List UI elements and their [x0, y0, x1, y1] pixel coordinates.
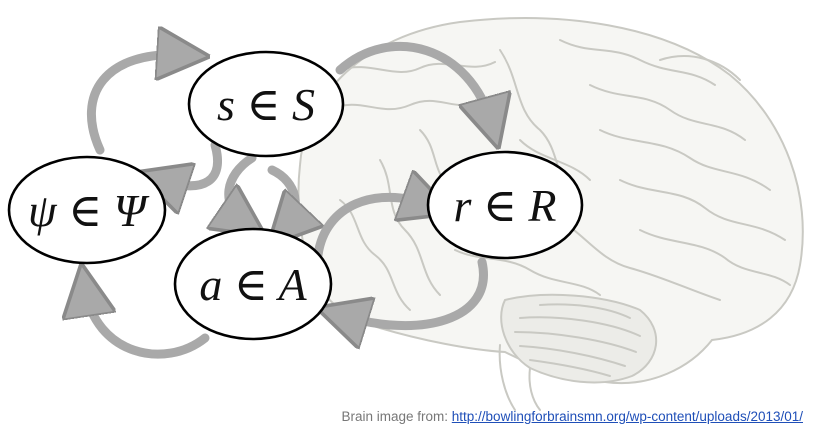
- node-a-label: a ∈ A: [199, 259, 307, 310]
- curved-arrow-a-to-s: [272, 170, 295, 228]
- node-s: s ∈ S: [189, 52, 343, 156]
- node-s-label: s ∈ S: [217, 79, 315, 130]
- image-credit-prefix: Brain image from:: [341, 409, 451, 424]
- curved-arrow-s-to-a: [229, 158, 252, 222]
- image-credit: Brain image from: http://bowlingforbrain…: [0, 409, 803, 424]
- curved-arrow-psi-to-s: [91, 55, 185, 150]
- node-psi-label: ψ ∈ Ψ: [28, 185, 150, 236]
- image-credit-link[interactable]: http://bowlingforbrainsmn.org/wp-content…: [452, 409, 803, 424]
- curved-arrow-s-to-psi: [160, 145, 218, 186]
- node-r: r ∈ R: [428, 152, 582, 258]
- node-r-label: r ∈ R: [453, 180, 556, 231]
- node-psi: ψ ∈ Ψ: [9, 157, 165, 263]
- node-a: a ∈ A: [175, 229, 331, 339]
